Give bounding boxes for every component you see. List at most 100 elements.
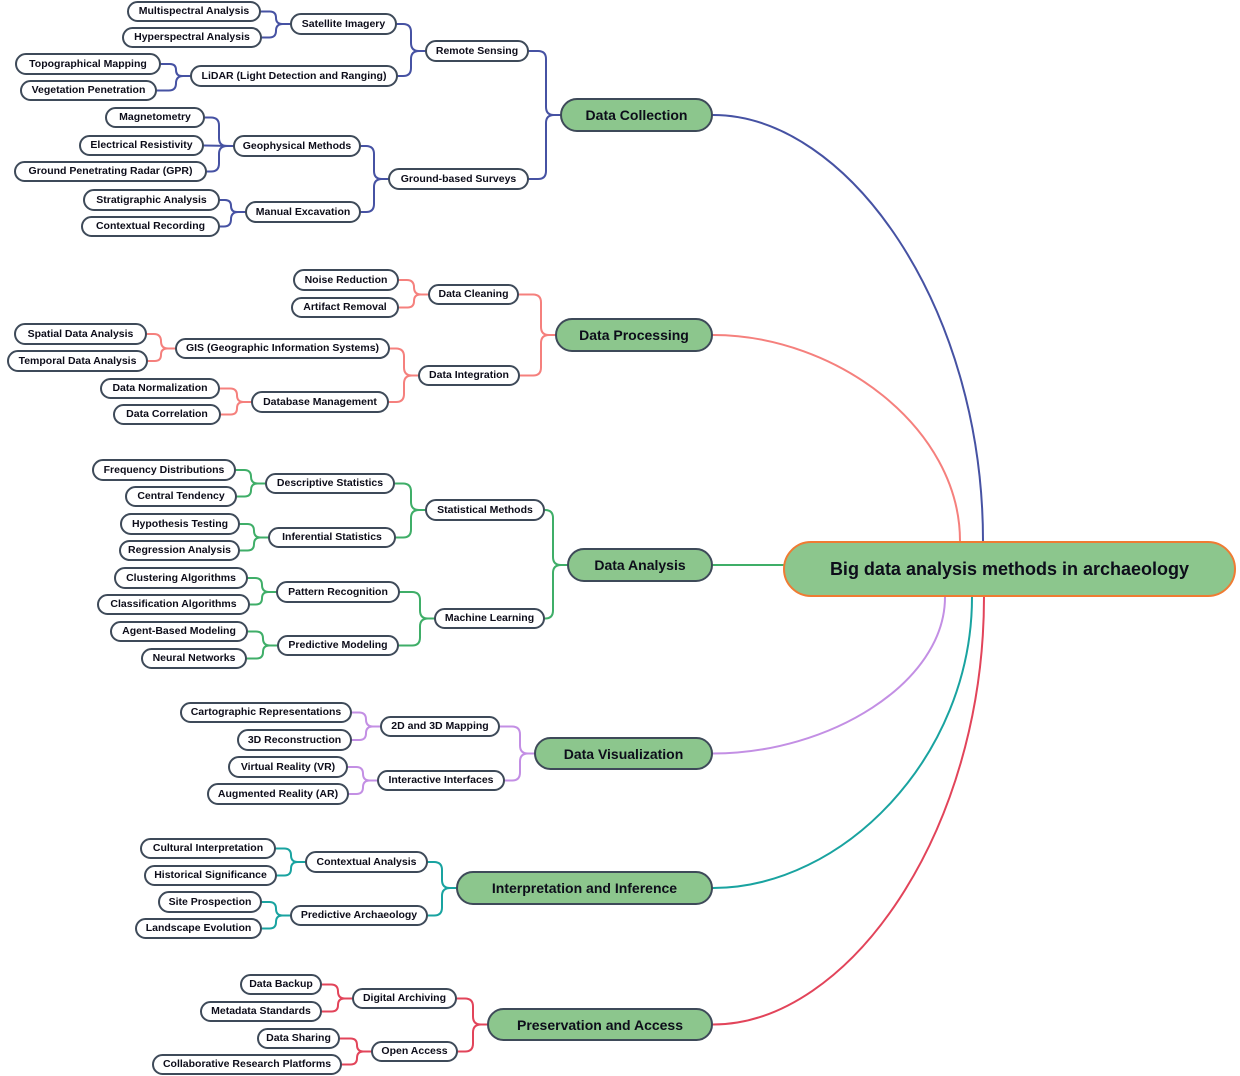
connector: [544, 509, 568, 566]
branch-data-analysis[interactable]: Data Analysis: [567, 548, 713, 582]
node-cartographic-representations[interactable]: Cartographic Representations: [180, 702, 352, 723]
node-vegetation-penetration[interactable]: Vegetation Penetration: [20, 80, 157, 101]
node-hypothesis-testing[interactable]: Hypothesis Testing: [120, 513, 240, 535]
node-gis[interactable]: GIS (Geographic Information Systems): [175, 338, 390, 359]
node-contextual-recording[interactable]: Contextual Recording: [81, 216, 220, 237]
connector: [351, 711, 381, 728]
connector: [518, 293, 556, 336]
node-site-prospection[interactable]: Site Prospection: [158, 891, 262, 913]
node-ground-penetrating-radar[interactable]: Ground Penetrating Radar (GPR): [14, 161, 207, 182]
node-clustering-algorithms[interactable]: Clustering Algorithms: [114, 567, 248, 589]
connector: [276, 861, 306, 877]
branch-data-collection[interactable]: Data Collection: [560, 98, 713, 132]
node-classification-algorithms[interactable]: Classification Algorithms: [97, 594, 250, 615]
node-data-backup[interactable]: Data Backup: [240, 974, 322, 995]
branch-preservation-and-access[interactable]: Preservation and Access: [487, 1008, 713, 1041]
connector: [528, 50, 561, 116]
node-collaborative-research-platforms[interactable]: Collaborative Research Platforms: [152, 1054, 342, 1075]
connector: [156, 75, 191, 92]
node-hyperspectral-analysis[interactable]: Hyperspectral Analysis: [122, 27, 262, 48]
connector: [220, 401, 252, 416]
node-data-cleaning[interactable]: Data Cleaning: [428, 284, 519, 305]
node-interactive-interfaces[interactable]: Interactive Interfaces: [377, 770, 505, 791]
connector: [388, 374, 419, 403]
node-magnetometry[interactable]: Magnetometry: [105, 107, 205, 128]
connector: [398, 279, 429, 296]
connector: [457, 1023, 488, 1053]
connector: [351, 725, 381, 741]
node-inferential-statistics[interactable]: Inferential Statistics: [268, 527, 396, 548]
node-descriptive-statistics[interactable]: Descriptive Statistics: [265, 473, 395, 494]
connector: [321, 983, 353, 1000]
connector: [712, 596, 946, 755]
node-regression-analysis[interactable]: Regression Analysis: [119, 540, 240, 561]
connector: [235, 469, 266, 485]
node-metadata-standards[interactable]: Metadata Standards: [200, 1001, 322, 1022]
node-3d-reconstruction[interactable]: 3D Reconstruction: [237, 729, 352, 751]
node-database-management[interactable]: Database Management: [251, 391, 389, 413]
node-machine-learning[interactable]: Machine Learning: [434, 608, 545, 629]
node-noise-reduction[interactable]: Noise Reduction: [293, 269, 399, 291]
connector: [219, 387, 252, 403]
node-open-access[interactable]: Open Access: [371, 1041, 458, 1062]
node-manual-excavation[interactable]: Manual Excavation: [245, 201, 361, 223]
connector: [712, 596, 973, 889]
branch-data-visualization[interactable]: Data Visualization: [534, 737, 713, 770]
connector: [261, 23, 291, 39]
node-artifact-removal[interactable]: Artifact Removal: [291, 297, 399, 318]
connector: [261, 914, 291, 930]
connector: [341, 1050, 372, 1066]
connector: [239, 536, 269, 552]
connector: [712, 596, 985, 1026]
node-neural-networks[interactable]: Neural Networks: [141, 648, 247, 669]
node-lidar[interactable]: LiDAR (Light Detection and Ranging): [190, 65, 398, 87]
connector: [236, 482, 266, 498]
node-landscape-evolution[interactable]: Landscape Evolution: [135, 918, 262, 939]
node-electrical-resistivity[interactable]: Electrical Resistivity: [79, 135, 204, 156]
node-pattern-recognition[interactable]: Pattern Recognition: [276, 581, 400, 603]
node-temporal-data-analysis[interactable]: Temporal Data Analysis: [7, 350, 148, 372]
connector: [427, 887, 457, 917]
node-agent-based-modeling[interactable]: Agent-Based Modeling: [110, 621, 248, 642]
connector: [247, 577, 277, 593]
connector: [219, 211, 246, 228]
connector: [398, 617, 435, 647]
node-stratigraphic-analysis[interactable]: Stratigraphic Analysis: [83, 189, 220, 211]
node-frequency-distributions[interactable]: Frequency Distributions: [92, 459, 236, 481]
connector: [394, 482, 426, 511]
node-historical-significance[interactable]: Historical Significance: [144, 865, 277, 886]
connector: [528, 114, 561, 180]
connector: [339, 1037, 372, 1053]
node-contextual-analysis[interactable]: Contextual Analysis: [305, 851, 428, 873]
node-digital-archiving[interactable]: Digital Archiving: [352, 988, 457, 1009]
node-augmented-reality[interactable]: Augmented Reality (AR): [207, 783, 349, 805]
root-topic[interactable]: Big data analysis methods in archaeology: [783, 541, 1236, 597]
branch-data-processing[interactable]: Data Processing: [555, 318, 713, 352]
node-data-normalization[interactable]: Data Normalization: [100, 378, 220, 399]
connector: [321, 997, 353, 1013]
node-predictive-modeling[interactable]: Predictive Modeling: [277, 635, 399, 656]
node-central-tendency[interactable]: Central Tendency: [125, 486, 237, 507]
node-data-integration[interactable]: Data Integration: [418, 365, 520, 386]
connector: [395, 509, 426, 539]
node-ground-based-surveys[interactable]: Ground-based Surveys: [388, 168, 529, 190]
node-virtual-reality[interactable]: Virtual Reality (VR): [228, 756, 348, 778]
branch-interpretation-and-inference[interactable]: Interpretation and Inference: [456, 871, 713, 905]
connector: [499, 725, 535, 755]
connector: [246, 644, 278, 660]
node-data-correlation[interactable]: Data Correlation: [113, 404, 221, 425]
node-2d-and-3d-mapping[interactable]: 2D and 3D Mapping: [380, 716, 500, 737]
node-topographical-mapping[interactable]: Topographical Mapping: [15, 53, 161, 75]
node-remote-sensing[interactable]: Remote Sensing: [425, 40, 529, 62]
node-data-sharing[interactable]: Data Sharing: [257, 1028, 340, 1049]
node-spatial-data-analysis[interactable]: Spatial Data Analysis: [14, 323, 147, 345]
node-cultural-interpretation[interactable]: Cultural Interpretation: [140, 838, 276, 859]
connector: [456, 997, 488, 1026]
node-statistical-methods[interactable]: Statistical Methods: [425, 499, 545, 521]
node-geophysical-methods[interactable]: Geophysical Methods: [233, 135, 361, 157]
node-predictive-archaeology[interactable]: Predictive Archaeology: [290, 905, 428, 926]
node-satellite-imagery[interactable]: Satellite Imagery: [290, 13, 397, 35]
node-multispectral-analysis[interactable]: Multispectral Analysis: [127, 1, 261, 22]
connector: [427, 861, 457, 889]
